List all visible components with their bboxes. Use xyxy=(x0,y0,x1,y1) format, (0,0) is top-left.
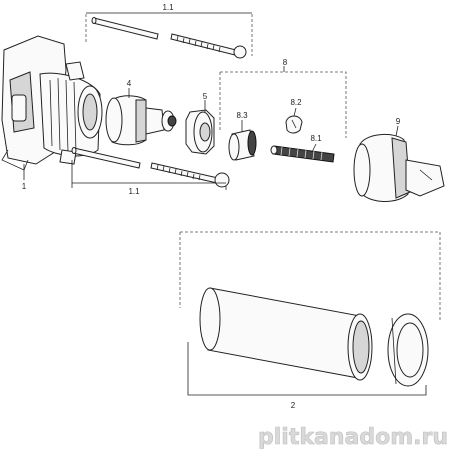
rod-bottom-1 xyxy=(71,147,141,169)
group-box-1-1-top xyxy=(85,14,253,56)
label-8-1: 8.1 xyxy=(310,134,322,143)
cover-tube-part-2 xyxy=(199,287,373,381)
label-1: 1 xyxy=(22,182,27,191)
clip-part-8-2 xyxy=(285,115,303,134)
label-4: 4 xyxy=(127,79,132,88)
label-8-2: 8.2 xyxy=(290,98,302,107)
rosette-ring xyxy=(387,313,429,387)
label-1-1-top: 1.1 xyxy=(162,3,174,12)
spindle-part-8-1 xyxy=(270,145,335,163)
label-1-1-bottom: 1.1 xyxy=(128,187,140,196)
rod-top-2 xyxy=(170,33,247,59)
housing-body-part-1 xyxy=(1,35,103,171)
dimension-line-2 xyxy=(187,342,427,396)
label-8: 8 xyxy=(283,58,288,67)
handle-part-9 xyxy=(353,134,445,202)
rod-top-1 xyxy=(91,17,159,40)
label-5: 5 xyxy=(203,92,208,101)
sleeve-part-8-3 xyxy=(228,129,257,161)
nut-part-5 xyxy=(185,109,215,155)
group-box-2 xyxy=(179,231,441,320)
watermark-text: plitkanadom.ru xyxy=(258,425,448,450)
group-box-8 xyxy=(219,71,347,138)
label-8-3: 8.3 xyxy=(236,111,248,120)
leader-lines xyxy=(23,66,399,180)
label-2: 2 xyxy=(291,401,296,410)
dimension-line-1-1-bottom xyxy=(71,160,227,190)
label-9: 9 xyxy=(396,117,401,126)
cartridge-part-4 xyxy=(105,95,177,146)
